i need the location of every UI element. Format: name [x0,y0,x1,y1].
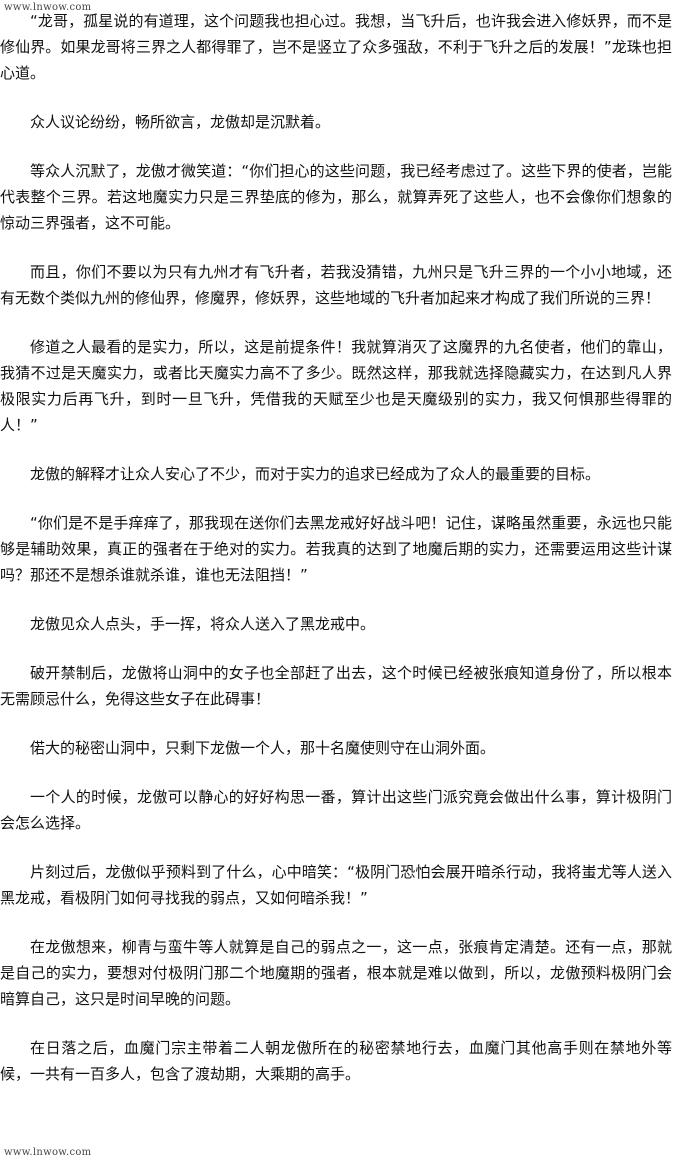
watermark-top: www.lnwow.com [4,2,92,13]
paragraph: 而且，你们不要以为只有九州才有飞升者，若我没猜错，九州只是飞升三界的一个小小地域… [0,263,672,307]
paragraph: 在龙傲想来，柳青与蛮牛等人就算是自己的弱点之一，这一点，张痕肯定清楚。还有一点，… [0,938,672,1008]
paragraph: 修道之人最看的是实力，所以，这是前提条件！我就算消灭了这魔界的九名使者，他们的靠… [0,338,672,434]
article-body: “龙哥，孤星说的有道理，这个问题我也担心过。我想，当飞升后，也许我会进入修妖界，… [0,8,672,1110]
paragraph: “你们是不是手痒痒了，那我现在送你们去黑龙戒好好战斗吧！记住，谋略虽然重要，永远… [0,514,672,584]
paragraph: 众人议论纷纷，畅所欲言，龙傲却是沉默着。 [30,113,331,131]
paragraph: 等众人沉默了，龙傲才微笑道：“你们担心的这些问题，我已经考虑过了。这些下界的使者… [0,162,672,232]
paragraph: 龙傲见众人点头，手一挥，将众人送入了黑龙戒中。 [30,615,376,633]
paragraph: 龙傲的解释才让众人安心了不少，而对于实力的追求已经成为了众人的最重要的目标。 [30,465,601,483]
paragraph: “龙哥，孤星说的有道理，这个问题我也担心过。我想，当飞升后，也许我会进入修妖界，… [0,12,672,82]
paragraph: 一个人的时候，龙傲可以静心的好好构思一番，算计出这些门派究竟会做出什么事，算计极… [0,788,672,832]
watermark-bottom: www.lnwow.com [4,1147,92,1158]
paragraph: 破开禁制后，龙傲将山洞中的女子也全部赶了出去，这个时候已经被张痕知道身份了，所以… [0,664,672,708]
paragraph: 片刻过后，龙傲似乎预料到了什么，心中暗笑：“极阴门恐怕会展开暗杀行动，我将蚩尤等… [0,863,672,907]
paragraph: 偌大的秘密山洞中，只剩下龙傲一个人，那十名魔使则守在山洞外面。 [30,739,496,757]
paragraph: 在日落之后，血魔门宗主带着二人朝龙傲所在的秘密禁地行去，血魔门其他高手则在禁地外… [0,1039,672,1083]
